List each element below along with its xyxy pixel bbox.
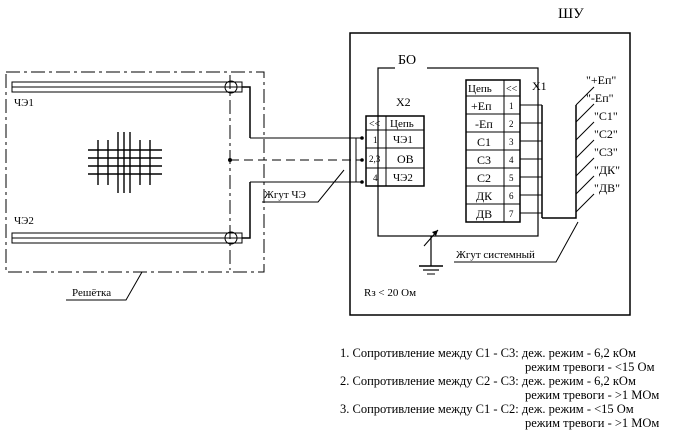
notes-block: 1. Сопротивление между С1 - С3: деж. реж… [340,346,698,430]
harness-system-label: Жгут системный [456,249,535,261]
sensor-end-top [224,80,238,94]
note-tail: деж. режим - <15 Ом [521,402,634,416]
note-item: 1. Сопротивление между С1 - С3: деж. реж… [340,346,698,374]
x1-pin: 2 [509,119,514,129]
grid-symbol [88,132,162,193]
ground-connection [419,229,443,275]
lead-ce1-vertical [242,86,251,138]
grille-outline [5,71,265,273]
x2-header-symbol: << [369,119,381,130]
note-item: 2. Сопротивление между С2 - С3: деж. реж… [340,374,698,402]
x2-pin: 4 [373,173,378,183]
leader-harness-ce [262,169,345,203]
connector-x1: X1 Цепь << +Еп 1 -Еп 2 С1 3 С3 4 С2 5 ДК… [465,79,547,223]
x2-pin: 1 [373,135,378,145]
note-tail: деж. режим - 6,2 кОм [521,346,636,360]
harness-ce-label: Жгут ЧЭ [264,189,306,201]
x1-circuit: ДК [476,189,493,203]
x1-circuit: ДВ [476,207,492,221]
x2-circuit: ЧЭ1 [393,134,413,146]
wire-label: "С3" [594,145,618,159]
note-sub: режим тревоги - >1 МОм [525,416,660,430]
leader-grille [66,271,143,301]
note-head: 2. Сопротивление между С2 - С3: [340,374,519,388]
x1-circuit: С1 [477,135,491,149]
wire-label: "+Еп" [586,73,616,87]
x1-circuit: С2 [477,171,491,185]
x1-circuit: С3 [477,153,491,167]
system-harness [520,86,595,219]
block-frame [377,67,539,237]
harness-dot-ov [360,158,364,162]
note-item: 3. Сопротивление между С1 - С2: деж. реж… [340,402,698,430]
block-label-mask [395,50,427,70]
x2-header-circuit: Цепь [390,118,414,130]
cabinet-frame [349,32,631,316]
harness-dot-ce2 [360,180,364,184]
note-sub: режим тревоги - <15 Ом [525,360,655,374]
x1-pin: 5 [509,173,514,183]
x2-circuit: ОВ [397,152,414,166]
wire-label: "-Еп" [586,91,614,105]
harness-dot-ce1 [360,136,364,140]
x1-header-symbol: << [506,84,518,95]
x1-name: X1 [532,79,547,93]
ground-label: Rз < 20 Ом [364,287,416,299]
sensor-end-bottom [224,231,238,245]
wire-label: "ДВ" [594,181,620,195]
x1-pin: 4 [509,155,514,165]
x1-pin: 1 [509,101,514,111]
wire-label: "С1" [594,109,618,123]
note-head: 1. Сопротивление между С1 - С3: [340,346,519,360]
block-label: БО [398,53,416,68]
sensor-bottom-label: ЧЭ2 [14,215,34,227]
wire-label: "С2" [594,127,618,141]
lead-ce2-vertical [242,182,251,239]
x1-pin: 3 [509,137,514,147]
x1-header-circuit: Цепь [468,83,492,95]
sensor-top-label: ЧЭ1 [14,97,34,109]
cabinet-label: ШУ [558,6,584,22]
note-sub: режим тревоги - >1 МОм [525,388,660,402]
note-tail: деж. режим - 6,2 кОм [521,374,636,388]
x2-name: X2 [396,95,411,109]
note-head: 3. Сопротивление между С1 - С2: [340,402,519,416]
x1-circuit: +Еп [471,99,492,113]
leader-harness-system [454,221,579,263]
x2-pin: 2,3 [369,154,381,164]
connector-x2: X2 << Цепь 1 ЧЭ1 2,3 ОВ 4 ЧЭ2 [365,95,425,187]
grille-label: Решётка [72,287,111,299]
x1-pin: 7 [509,209,514,219]
wire-label: "ДК" [594,163,620,177]
x2-circuit: ЧЭ2 [393,172,413,184]
x1-pin: 6 [509,191,514,201]
x1-circuit: -Еп [475,117,493,131]
